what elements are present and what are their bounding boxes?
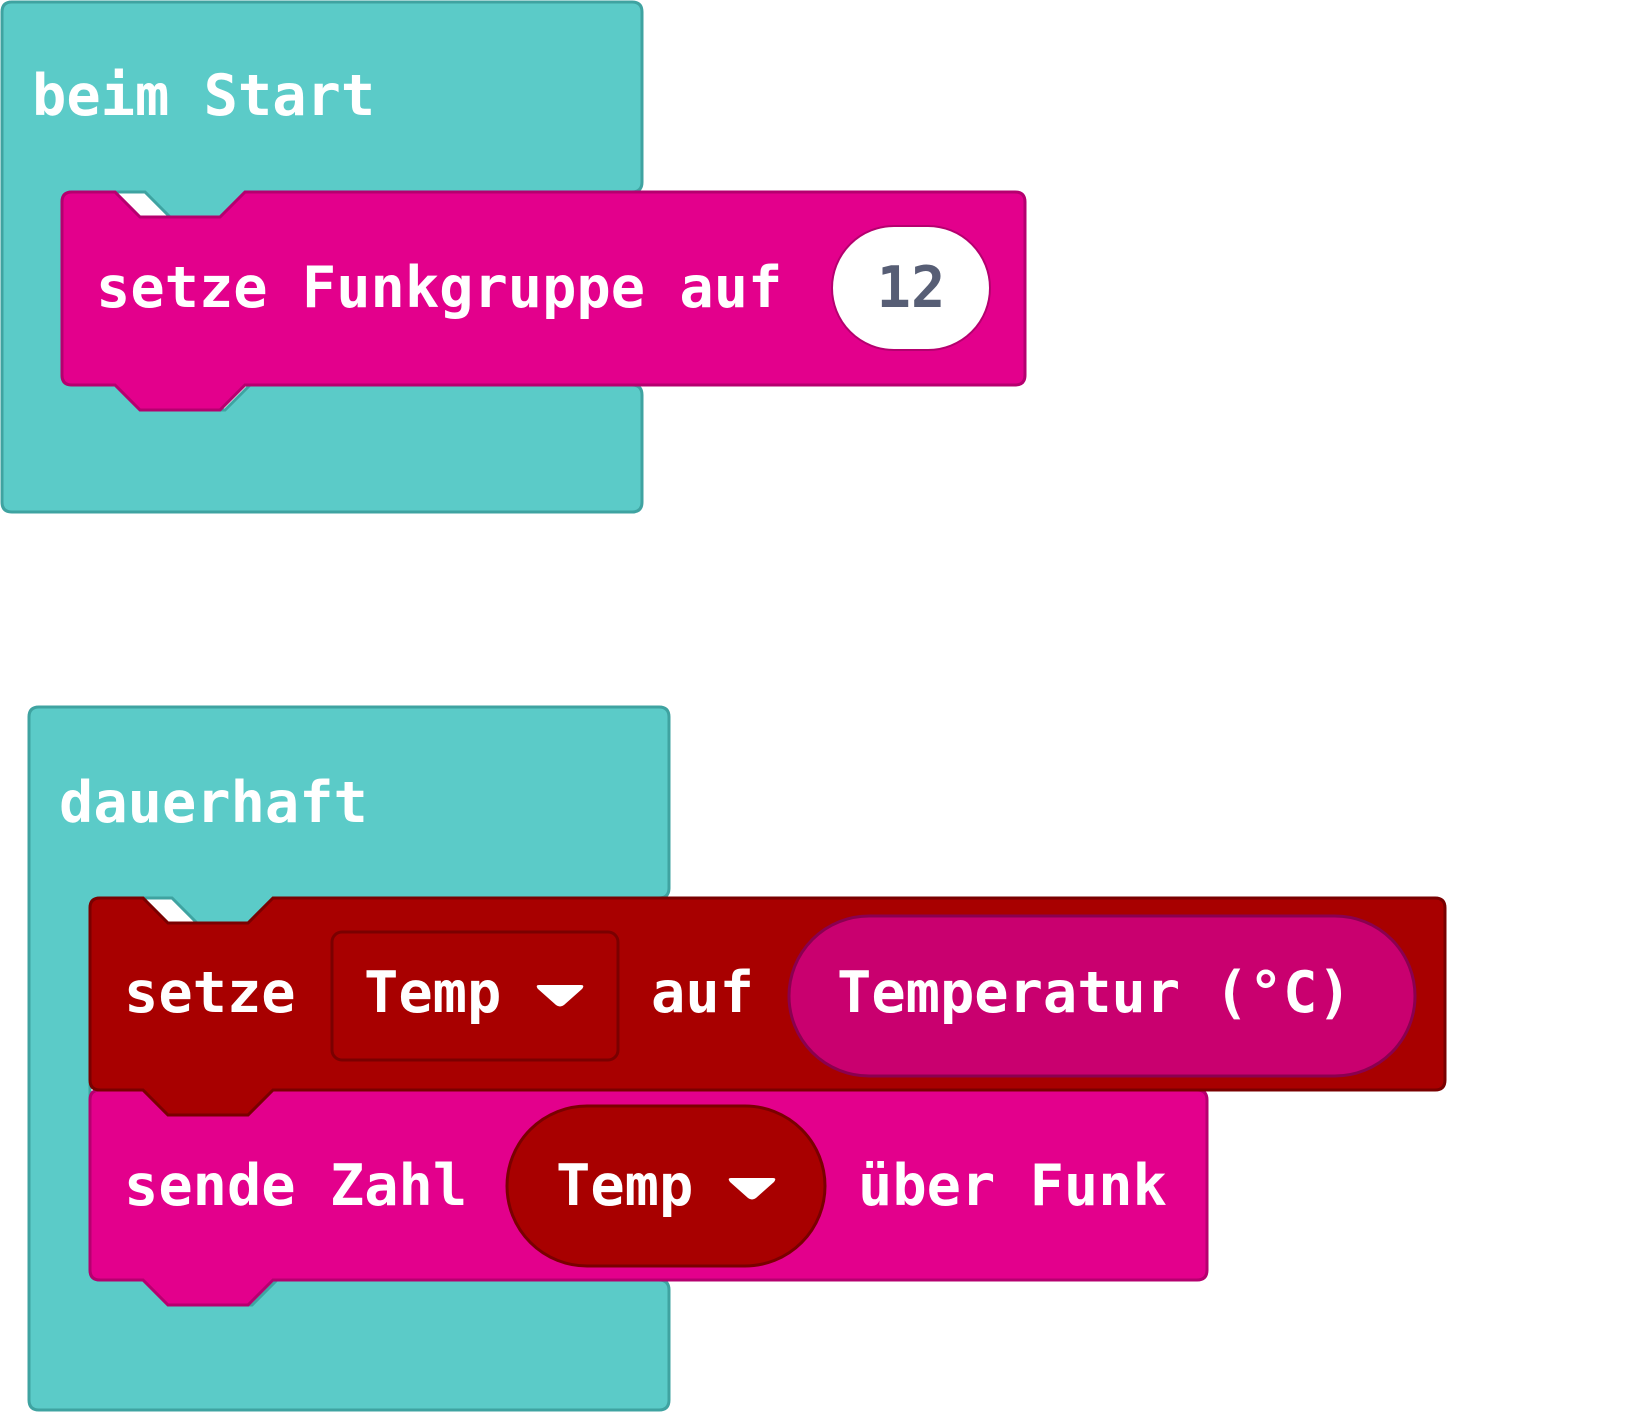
radio-set-group-block[interactable]: setze Funkgruppe auf 12 xyxy=(60,190,1027,412)
radio-set-group-label: setze Funkgruppe auf xyxy=(96,255,782,321)
group-number-field[interactable] xyxy=(831,225,991,351)
set-variable-label: setze xyxy=(124,960,296,1026)
radio-send-number-label: sende Zahl xyxy=(124,1153,467,1219)
variable-dropdown[interactable] xyxy=(330,930,620,1062)
send-variable-reporter[interactable] xyxy=(505,1104,827,1268)
triangle-down-icon[interactable] xyxy=(536,985,584,1007)
group-number-value[interactable]: 12 xyxy=(877,255,946,321)
radio-send-number-block[interactable]: sende Zahl Temp über Funk xyxy=(88,1088,1209,1307)
temperature-reporter[interactable] xyxy=(787,914,1417,1078)
variable-dropdown-value: Temp xyxy=(364,960,501,1026)
triangle-down-icon[interactable] xyxy=(728,1178,776,1200)
temperature-reporter-label: Temperatur (°C) xyxy=(837,960,1352,1026)
set-variable-to-label: auf xyxy=(651,960,754,1026)
forever-label: dauerhaft xyxy=(59,770,368,836)
on-start-label: beim Start xyxy=(32,63,375,129)
send-variable-name: Temp xyxy=(556,1153,693,1219)
forever-block[interactable]: dauerhaft xyxy=(27,705,671,1412)
set-variable-block[interactable]: setze Temp auf Temperatur (°C) xyxy=(88,896,1447,1117)
radio-set-group-block-body[interactable] xyxy=(60,190,1027,412)
radio-send-number-suffix: über Funk xyxy=(858,1153,1167,1219)
